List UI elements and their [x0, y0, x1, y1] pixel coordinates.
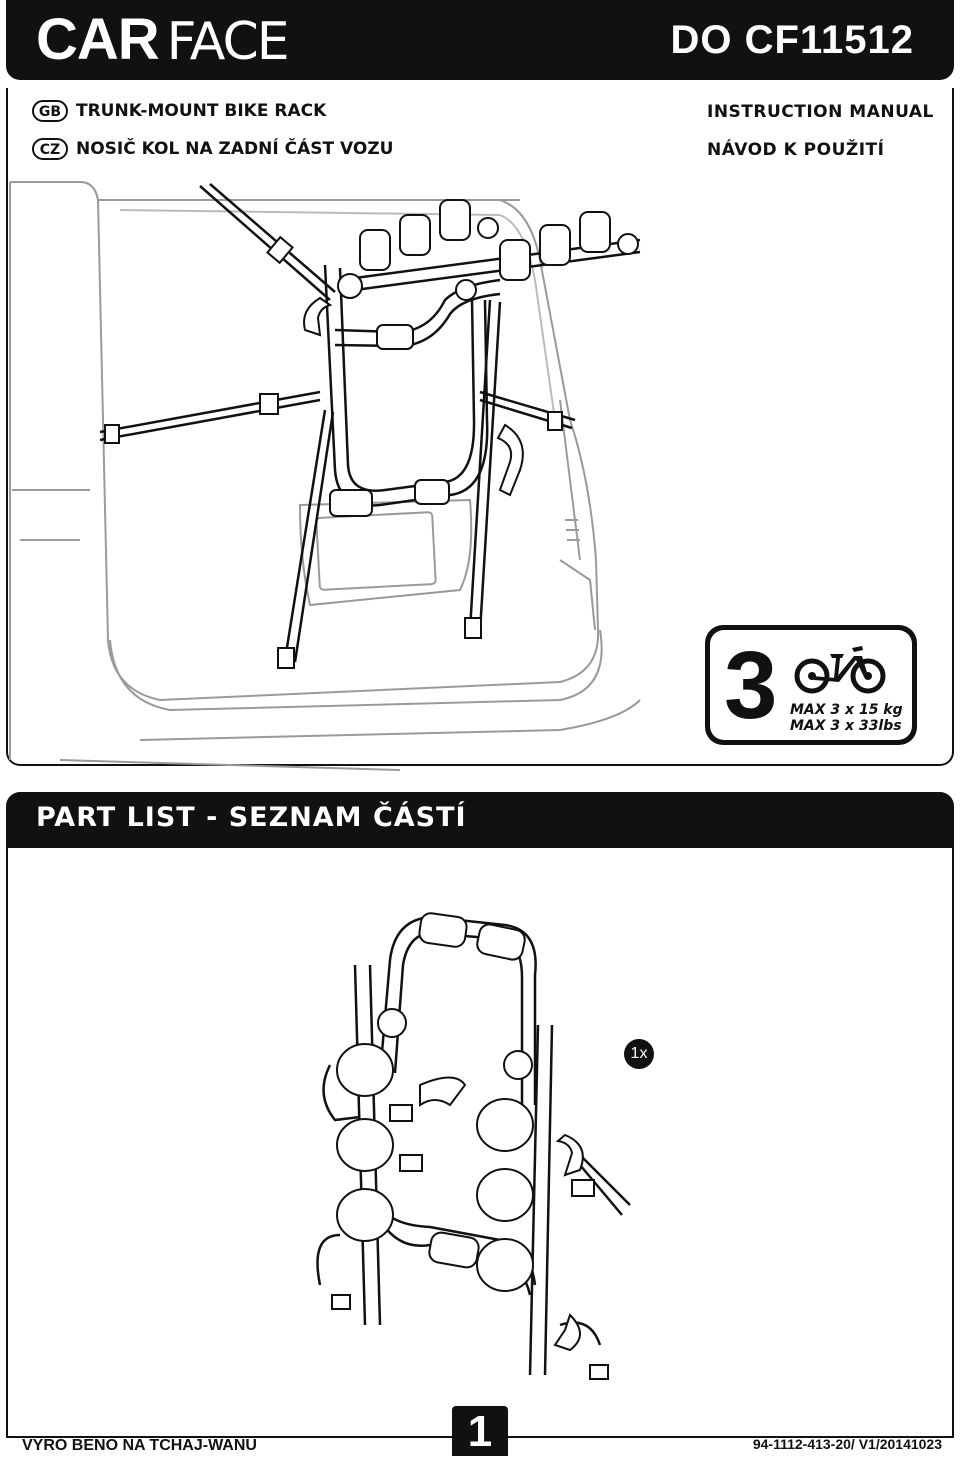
capacity-badge: 3 MAX 3 x 15 kg MAX 3 x 33lbs	[705, 625, 917, 745]
product-name-cz: NOSIČ KOL NA ZADNÍ ČÁST VOZU	[76, 139, 394, 159]
lang-row-cz: CZ NOSIČ KOL NA ZADNÍ ČÁST VOZU	[32, 138, 393, 160]
product-code: DO CF11512	[670, 18, 914, 62]
manual-title-gb: INSTRUCTION MANUAL	[707, 102, 934, 122]
page-number: 1	[452, 1406, 508, 1456]
footer-doc-code: 94-1112-413-20/ V1/20141023	[752, 1436, 942, 1452]
brand-thin: FACE	[166, 12, 290, 72]
bicycle-icon	[794, 646, 886, 694]
capacity-line-kg: MAX 3 x 15 kg	[790, 702, 903, 718]
product-name-gb: TRUNK-MOUNT BIKE RACK	[76, 101, 327, 121]
parts-title: PART LIST - SEZNAM ČÁSTÍ	[36, 802, 467, 833]
lang-badge-cz: CZ	[32, 138, 68, 160]
bike-rack-part-illustration	[316, 912, 631, 1380]
parts-frame	[6, 848, 954, 1438]
manual-title-cz: NÁVOD K POUŽITÍ	[707, 140, 885, 160]
lang-badge-gb: GB	[32, 100, 68, 122]
parts-header-bar: PART LIST - SEZNAM ČÁSTÍ	[6, 792, 954, 848]
capacity-bike-count: 3	[724, 632, 778, 739]
capacity-badge-inner: 3 MAX 3 x 15 kg MAX 3 x 33lbs	[710, 630, 912, 740]
footer-origin: VYRO BENO NA TCHAJ-WANU	[22, 1437, 257, 1454]
quantity-badge: 1x	[624, 1039, 654, 1069]
car-bike-rack-illustration	[9, 181, 641, 771]
illustration-frame	[6, 88, 954, 766]
brand-bold: CAR	[36, 7, 160, 72]
lang-row-gb: GB TRUNK-MOUNT BIKE RACK	[32, 100, 326, 122]
capacity-line-lbs: MAX 3 x 33lbs	[790, 718, 902, 734]
